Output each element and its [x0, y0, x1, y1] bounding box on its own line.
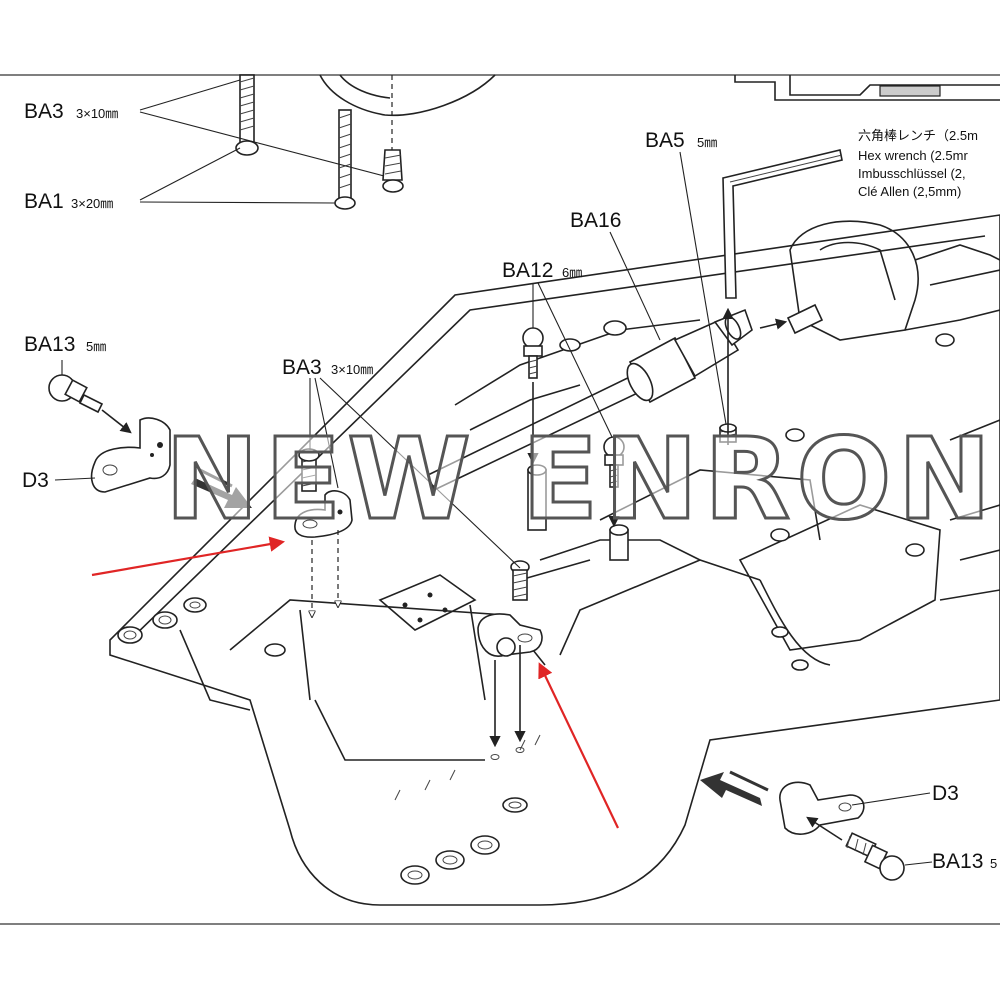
red-arrow-left: [91, 536, 286, 577]
left-installed-d3: [294, 448, 353, 615]
ba13-right-code: BA13: [932, 850, 983, 873]
ba3-mid-size: 3×10㎜: [331, 362, 373, 377]
center-screw-d3: [477, 560, 543, 760]
right-d3-and-ball: [779, 781, 933, 881]
label-ba3-mid: BA3 3×10㎜: [282, 356, 373, 379]
top-screws: [235, 74, 404, 210]
driveshaft: [426, 303, 824, 492]
leader-ba16: [609, 231, 661, 341]
hex-wrench: [722, 149, 843, 299]
hex-wrench-label: 六角棒レンチ（2.5m Hex wrench (2.5mr Imbusschlü…: [858, 128, 978, 199]
wrench-line-de: Imbusschlüssel (2,: [858, 166, 966, 181]
previous-step-fragment: [319, 74, 1000, 160]
red-arrow-right: [538, 662, 619, 829]
ba3-mid-code: BA3: [282, 356, 322, 379]
label-ba13-right: BA13 5: [932, 850, 997, 873]
ba12-size: 6㎜: [562, 265, 582, 280]
ba13-right-size: 5: [990, 856, 997, 871]
ba12-studs: [522, 327, 625, 528]
ba5-code: BA5: [645, 129, 685, 152]
ba1-code: BA1: [24, 190, 64, 213]
ba13-left-code: BA13: [24, 333, 75, 356]
leader-ba12: [532, 282, 613, 438]
ba5-setscrew: [719, 307, 737, 445]
leader-ba1: [139, 147, 336, 204]
wrench-line-ja: 六角棒レンチ（2.5m: [858, 128, 978, 143]
wrench-line-fr: Clé Allen (2,5mm): [858, 184, 961, 199]
left-ball-and-d3: [48, 374, 171, 493]
label-ba12: BA12 6㎜: [502, 259, 582, 282]
label-ba13-left: BA13 5㎜: [24, 333, 106, 356]
wrench-line-en: Hex wrench (2.5mr: [858, 148, 968, 163]
ba5-size: 5㎜: [697, 135, 717, 150]
label-d3-left: D3: [22, 469, 49, 492]
ba3-top-code: BA3: [24, 100, 64, 123]
label-ba1: BA1 3×20㎜: [24, 190, 113, 213]
label-ba3-top: BA3 3×10㎜: [24, 100, 118, 123]
label-ba16: BA16: [570, 209, 621, 232]
leader-ba5: [679, 151, 727, 425]
chassis: [109, 214, 1000, 906]
ba12-code: BA12: [502, 259, 553, 282]
direction-arrows: [191, 468, 769, 806]
ba1-size: 3×20㎜: [71, 196, 113, 211]
watermark: NEW ENRON: [165, 415, 997, 545]
leader-ba3-top: [139, 79, 385, 177]
ba3-top-size: 3×10㎜: [76, 106, 118, 121]
label-d3-right: D3: [932, 782, 959, 805]
label-ba5: BA5 5㎜: [645, 129, 717, 152]
ba13-left-size: 5㎜: [86, 339, 106, 354]
leader-ba3-mid: [309, 377, 521, 569]
